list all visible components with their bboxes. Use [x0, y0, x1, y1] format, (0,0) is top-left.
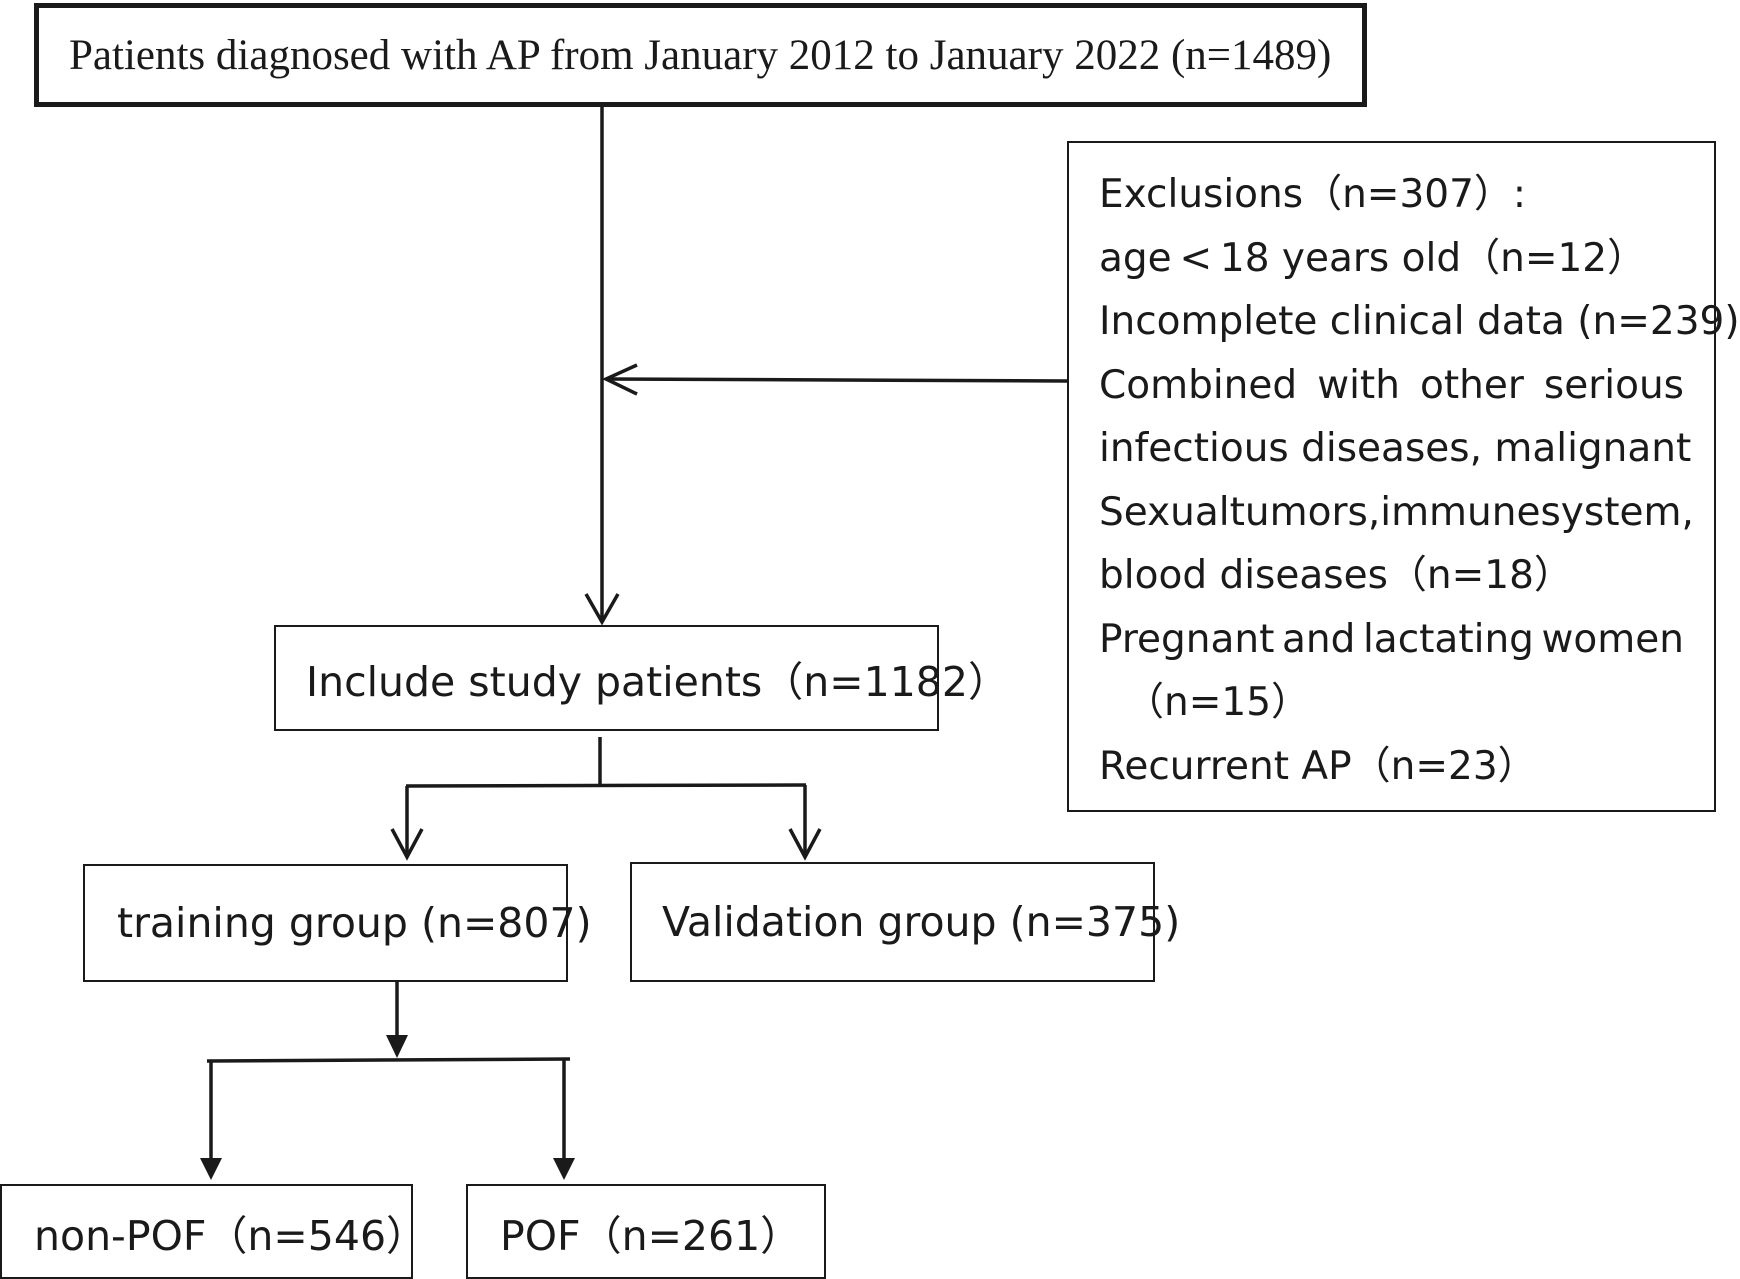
edge-exclusions — [605, 377, 1068, 383]
arrowhead-training — [390, 828, 424, 861]
arrowhead-validation — [788, 828, 822, 861]
node-all-patients-label: Patients diagnosed with AP from January … — [69, 31, 1332, 79]
node-validation-label: Validation group (n=375) — [662, 898, 1181, 946]
node-non-pof-label: non-POF（n=546） — [34, 1211, 428, 1260]
node-training: training group (n=807) — [83, 864, 592, 982]
exclusion-recurrent: Recurrent AP（n=23） — [1099, 743, 1537, 789]
arrowhead-exclusions — [601, 363, 638, 396]
node-include-label: Include study patients（n=1182） — [306, 658, 1009, 706]
edge-pof-bar — [206, 1057, 571, 1063]
arrowhead-include — [584, 593, 620, 626]
exclusions-title: Exclusions（n=307）: — [1099, 172, 1527, 217]
node-all-patients: Patients diagnosed with AP from January … — [34, 3, 1367, 107]
edge-groups-bar — [405, 783, 807, 788]
exclusion-combined: Combined with other serious — [1099, 362, 1684, 408]
node-training-label: training group (n=807) — [117, 899, 592, 947]
arrowhead-non-pof — [200, 1158, 222, 1180]
arrowhead-training-split — [386, 1035, 408, 1058]
exclusion-age: age < 18 years old（n=12） — [1099, 235, 1647, 281]
node-pof: POF（n=261） — [466, 1184, 826, 1279]
node-validation: Validation group (n=375) — [630, 862, 1180, 982]
node-pof-label: POF（n=261） — [500, 1211, 802, 1260]
node-non-pof: non-POF（n=546） — [0, 1184, 427, 1279]
node-exclusions: Exclusions（n=307）: age < 18 years old（n=… — [1067, 141, 1740, 812]
node-include: Include study patients（n=1182） — [274, 625, 1009, 731]
exclusion-pregnant-count: （n=15） — [1125, 680, 1311, 725]
exclusion-blood: blood diseases（n=18） — [1099, 553, 1573, 598]
exclusion-pregnant: Pregnant and lactating women — [1099, 616, 1684, 662]
exclusion-incomplete: Incomplete clinical data (n=239) — [1099, 299, 1740, 344]
arrowhead-pof — [553, 1158, 575, 1180]
exclusion-infectious: infectious diseases, malignant — [1099, 426, 1692, 471]
exclusion-sexual: Sexual tumors, immune system, — [1099, 489, 1694, 535]
